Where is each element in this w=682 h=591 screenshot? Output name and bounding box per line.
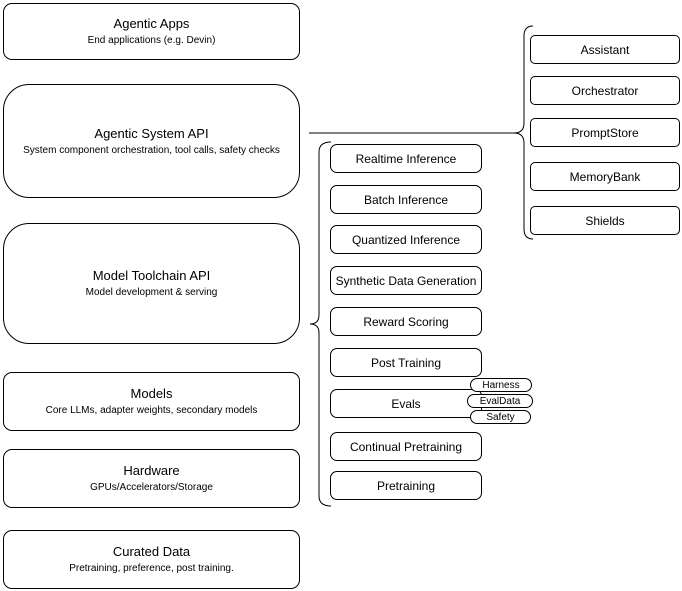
node-title: Agentic System API <box>94 125 209 141</box>
node-title: Model Toolchain API <box>92 268 211 283</box>
node-subtitle: End applications (e.g. Devin) <box>87 35 216 46</box>
node-quantized-inference: Quantized Inference <box>330 225 482 254</box>
node-continual-pretraining: Continual Pretraining <box>330 432 482 461</box>
node-promptstore: PromptStore <box>530 118 680 147</box>
components-brace <box>513 25 534 240</box>
node-agentic-system-api: Agentic System API System component orch… <box>3 84 300 198</box>
node-title: Hardware <box>123 463 180 478</box>
node-subtitle: Pretraining, preference, post training. <box>69 563 234 574</box>
node-subtitle: System component orchestration, tool cal… <box>23 144 280 156</box>
node-post-training: Post Training <box>330 348 482 377</box>
node-title: Agentic Apps <box>113 16 190 31</box>
node-curated-data: Curated Data Pretraining, preference, po… <box>3 530 300 589</box>
node-hardware: Hardware GPUs/Accelerators/Storage <box>3 449 300 508</box>
node-agentic-apps: Agentic Apps End applications (e.g. Devi… <box>3 3 300 60</box>
node-shields: Shields <box>530 206 680 235</box>
node-model-toolchain-api: Model Toolchain API Model development & … <box>3 223 300 344</box>
node-subtitle: GPUs/Accelerators/Storage <box>90 482 213 493</box>
node-subtitle: Model development & serving <box>85 287 218 298</box>
node-title: Curated Data <box>112 544 191 559</box>
node-realtime-inference: Realtime Inference <box>330 144 482 173</box>
node-orchestrator: Orchestrator <box>530 76 680 105</box>
tag-safety: Safety <box>470 410 531 424</box>
node-batch-inference: Batch Inference <box>330 185 482 214</box>
tag-evaldata: EvalData <box>467 394 533 408</box>
node-memorybank: MemoryBank <box>530 162 680 191</box>
tag-harness: Harness <box>470 378 532 392</box>
node-pretraining: Pretraining <box>330 471 482 500</box>
node-models: Models Core LLMs, adapter weights, secon… <box>3 372 300 431</box>
node-title: Models <box>130 386 173 401</box>
toolchain-brace <box>309 141 332 507</box>
node-evals: Evals <box>330 389 482 418</box>
node-reward-scoring: Reward Scoring <box>330 307 482 336</box>
node-assistant: Assistant <box>530 35 680 64</box>
node-subtitle: Core LLMs, adapter weights, secondary mo… <box>45 405 258 416</box>
node-synthetic-data-generation: Synthetic Data Generation <box>330 266 482 295</box>
